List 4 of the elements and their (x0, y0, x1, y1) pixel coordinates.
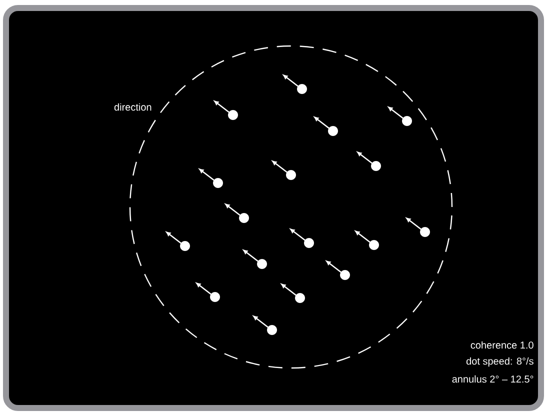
parameter-text: annulus 2° – 12.5° (452, 375, 534, 383)
direction-label: direction (114, 103, 152, 111)
parameter-text: dot speed: 8°/s (466, 357, 534, 367)
parameter-text: coherence 1.0 (470, 341, 534, 349)
